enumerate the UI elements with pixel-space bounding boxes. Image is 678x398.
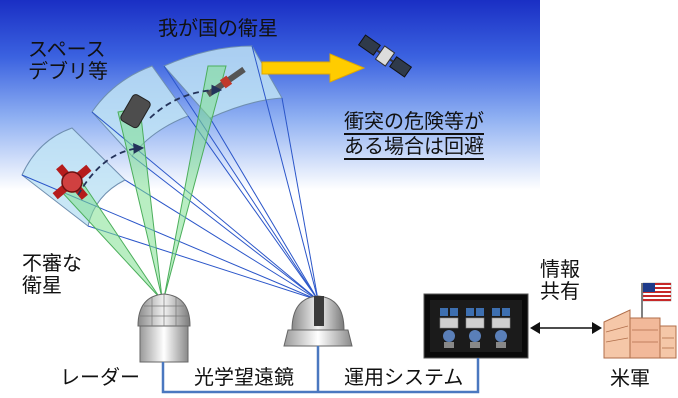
suspicious-label-line2: 衛星	[22, 273, 62, 298]
trajectory-1	[77, 143, 145, 196]
info-sharing-label-line2: 共有	[540, 279, 580, 304]
suspicious-label-line1: 不審な	[22, 251, 82, 275]
ground-network-connector	[161, 346, 480, 394]
suspicious-satellite-label: 不審な 衛星	[22, 252, 82, 297]
space-debris-label-line2: デブリ等	[28, 59, 108, 84]
us-military-icon	[603, 282, 677, 359]
our-satellite-label: 我が国の衛星	[158, 16, 278, 40]
us-military-label: 米軍	[610, 366, 650, 390]
operations-room-icon	[423, 293, 529, 359]
avoidance-label: 衝突の危険等が ある場合は回避	[344, 109, 484, 161]
space-debris-label-line1: スペース	[28, 37, 106, 61]
radar-label: レーダー	[60, 365, 140, 389]
satellite-icon	[357, 34, 413, 78]
optical-telescope-label: 光学望遠鏡	[190, 365, 298, 390]
info-sharing-label-line1: 情報	[540, 257, 580, 281]
info-sharing-label: 情報 共有	[540, 258, 580, 303]
info-sharing-arrow	[530, 322, 602, 334]
us-flag-icon	[642, 282, 672, 302]
space-debris-icon	[120, 94, 151, 129]
optical-telescope-icon	[283, 295, 353, 347]
space-debris-label: スペース デブリ等	[28, 38, 108, 83]
ops-system-label: 運用システム	[340, 365, 468, 390]
radar-icon	[137, 293, 191, 363]
radar-beam-3	[163, 65, 227, 299]
avoidance-label-line1: 衝突の危険等が	[344, 109, 484, 135]
avoidance-label-line2: ある場合は回避	[344, 134, 484, 161]
avoidance-arrow	[261, 53, 366, 83]
